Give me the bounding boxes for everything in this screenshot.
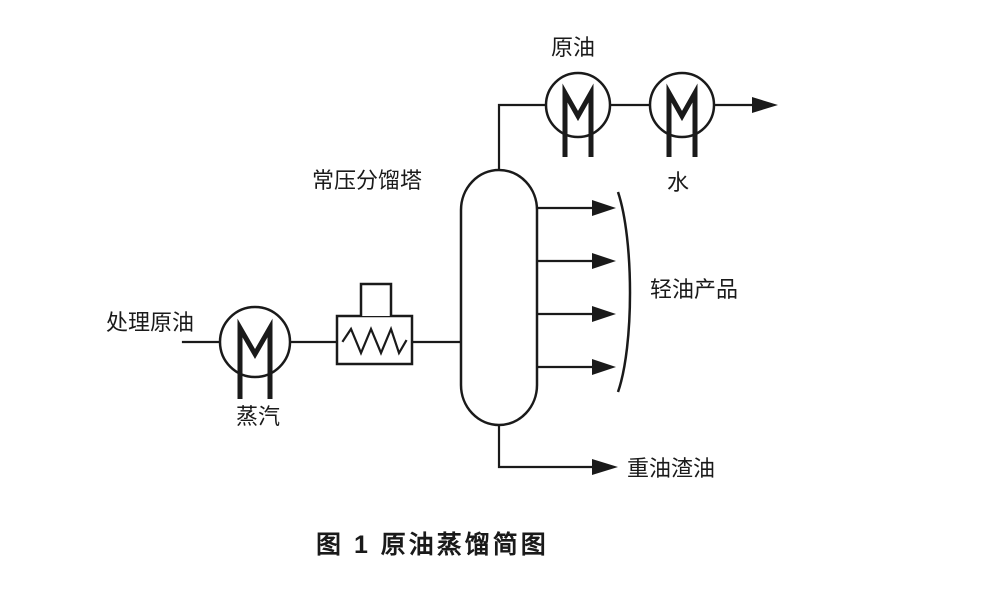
label-crude-oil: 原油 [551, 35, 595, 60]
sidedraw-arrowhead-1-icon [592, 200, 616, 216]
label-light-oil-products: 轻油产品 [650, 277, 738, 302]
figure-caption: 图 1 原油蒸馏简图 [316, 530, 549, 559]
label-feed: 处理原油 [106, 310, 194, 335]
sidedraw-arrowhead-2-icon [592, 253, 616, 269]
furnace-coil-icon [341, 325, 408, 356]
furnace-chimney [359, 282, 393, 316]
bottoms-line [497, 423, 594, 469]
water-cooler-exchanger-icon [648, 71, 716, 139]
overhead-arrowhead-icon [752, 97, 778, 113]
steam-heat-exchanger-icon [218, 305, 292, 379]
sidedraw-arrowhead-3-icon [592, 306, 616, 322]
light-products-bracket [616, 191, 632, 393]
crude-oil-heat-exchanger-icon [544, 71, 612, 139]
crude-oil-heat-exchanger-m-icon [562, 83, 594, 157]
distillation-column [459, 168, 539, 427]
label-water: 水 [667, 170, 689, 195]
label-steam: 蒸汽 [236, 404, 280, 429]
label-column: 常压分馏塔 [312, 168, 422, 193]
bottoms-arrowhead-icon [592, 459, 618, 475]
overhead-line [497, 103, 754, 172]
sidedraw-arrowhead-4-icon [592, 359, 616, 375]
water-cooler-exchanger-m-icon [666, 83, 698, 157]
label-heavy-residue: 重油渣油 [627, 456, 715, 481]
steam-heat-exchanger-m-icon [237, 318, 273, 399]
